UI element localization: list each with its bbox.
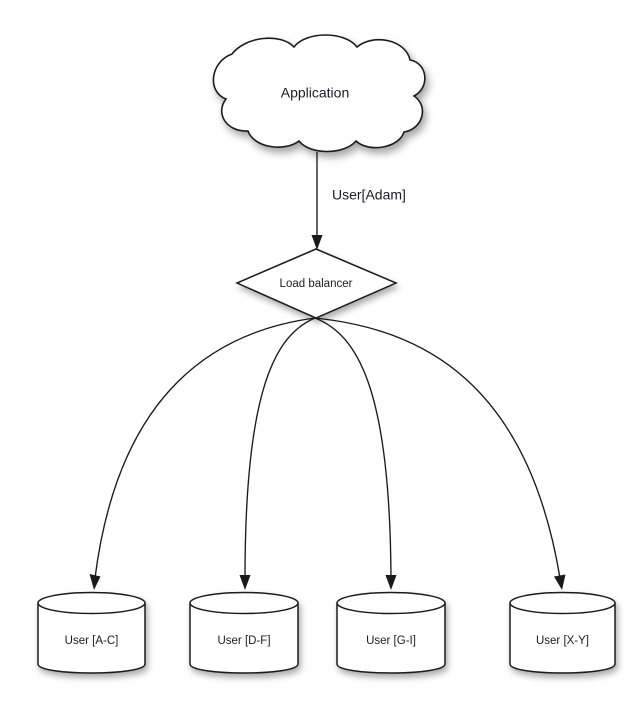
edge-balancer-to-db-3 (314, 317, 397, 590)
edge-curve (314, 317, 392, 579)
edge-curve (94, 317, 316, 579)
edge-app-to-balancer: User[Adam] (311, 152, 406, 250)
edge-balancer-to-db-4 (314, 317, 566, 590)
arrow-head-icon (89, 574, 101, 590)
arrow-head-icon (385, 575, 397, 590)
database-3-label: User [G-I] (366, 635, 416, 647)
database-4-label: User [X-Y] (536, 635, 589, 647)
database-1-label: User [A-C] (65, 635, 119, 647)
node-database-1[interactable]: User [A-C] (37, 591, 146, 674)
arrow-head-icon (554, 574, 566, 590)
node-database-3[interactable]: User [G-I] (336, 591, 446, 674)
load-balancer-label: Load balancer (280, 278, 353, 290)
arrow-head-icon (311, 235, 323, 250)
node-database-2[interactable]: User [D-F] (189, 591, 299, 674)
node-application-cloud[interactable]: Application (212, 34, 426, 153)
edge-balancer-to-db-1 (89, 317, 316, 590)
application-label: Application (281, 85, 350, 101)
node-load-balancer-diamond[interactable]: Load balancer (235, 248, 398, 319)
edge-balancer-to-db-2 (239, 317, 316, 590)
edge-curve (244, 317, 316, 579)
database-2-label: User [D-F] (217, 635, 270, 647)
node-database-4[interactable]: User [X-Y] (509, 591, 616, 674)
arrow-head-icon (239, 575, 251, 590)
edge-curve (314, 317, 561, 579)
edge-label-user-adam: User[Adam] (332, 187, 406, 203)
